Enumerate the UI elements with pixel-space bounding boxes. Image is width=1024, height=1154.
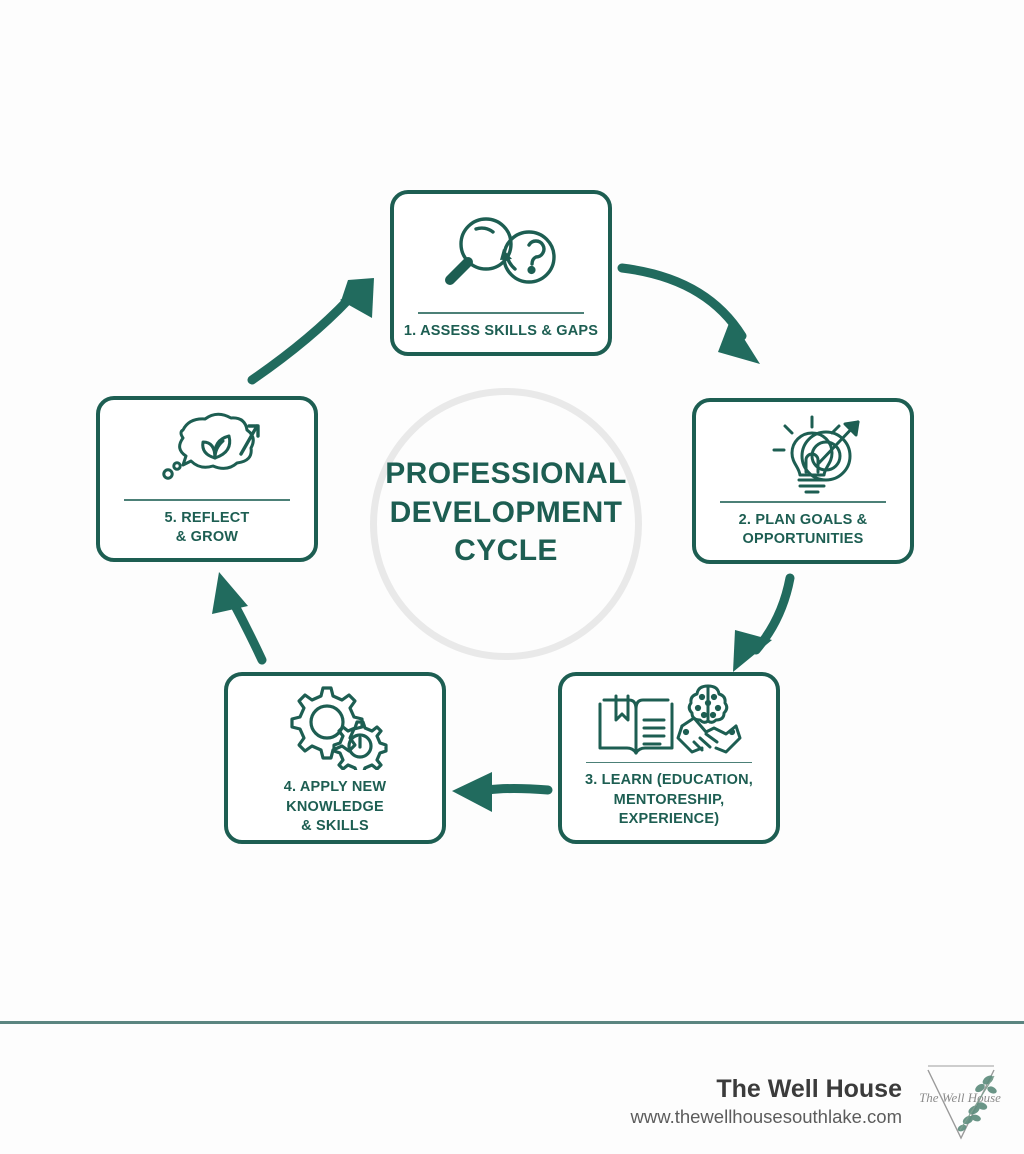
footer-text-block: The Well House www.thewellhousesouthlake…: [631, 1075, 902, 1130]
card-separator: [585, 762, 753, 764]
step-card-2-label-line-2: OPPORTUNITIES: [742, 531, 864, 548]
card-separator: [123, 498, 291, 501]
footer-website-url[interactable]: www.thewellhousesouthlake.com: [630, 1106, 902, 1128]
gears-icon: [228, 676, 442, 770]
center-title-line-1: PROFESSIONAL: [385, 457, 627, 490]
thought-bubble-leaf-growth-icon: [100, 400, 314, 499]
footer: The Well House www.thewellhousesouthlake…: [0, 1050, 1024, 1154]
step-card-4-label: 4. APPLY NEW KNOWLEDGE & SKILLS: [228, 778, 442, 847]
card-separator: [719, 500, 887, 503]
step-card-3-label-line-2: MENTORESHIP, EXPERIENCE): [613, 791, 725, 828]
book-handshake-brain-icon: [562, 676, 776, 762]
step-card-1-label-line-1: 1. ASSESS SKILLS & GAPS: [403, 323, 599, 340]
center-title-line-3: CYCLE: [454, 534, 558, 568]
arrow-step2-to-step3: [733, 573, 795, 672]
svg-text:The Well House: The Well House: [919, 1090, 1001, 1105]
lightbulb-target-arrow-icon: [696, 402, 910, 501]
card-separator: [417, 312, 585, 315]
step-card-2-label-line-1: 2. PLAN GOALS &: [738, 511, 868, 528]
well-house-logo: The Well House: [919, 1065, 1001, 1140]
step-card-3-label-line-1: 3. LEARN (EDUCATION,: [584, 772, 754, 789]
step-card-3-label: 3. LEARN (EDUCATION, MENTORESHIP, EXPERI…: [562, 771, 776, 840]
step-card-5-label: 5. REFLECT & GROW: [100, 509, 314, 558]
footer-brand-name: The Well House: [716, 1074, 902, 1103]
step-card-4[interactable]: 4. APPLY NEW KNOWLEDGE & SKILLS: [224, 672, 446, 844]
arrow-step5-to-step1: [247, 278, 374, 385]
step-card-4-label-line-1: 4. APPLY NEW KNOWLEDGE: [283, 779, 387, 815]
arrow-step1-to-step2: [617, 263, 760, 364]
step-card-5[interactable]: 5. REFLECT & GROW: [96, 396, 318, 562]
magnifying-glass-question-icon: [394, 194, 608, 312]
step-card-1[interactable]: 1. ASSESS SKILLS & GAPS: [390, 190, 612, 356]
center-title: PROFESSIONAL DEVELOPMENT CYCLE: [370, 455, 642, 571]
step-card-3[interactable]: 3. LEARN (EDUCATION, MENTORESHIP, EXPERI…: [558, 672, 780, 844]
center-title-line-2: DEVELOPMENT: [389, 495, 623, 529]
step-card-1-label: 1. ASSESS SKILLS & GAPS: [394, 322, 608, 352]
footer-divider: [0, 1021, 1024, 1024]
arrow-step3-to-step4: [452, 772, 553, 812]
center-ring: [370, 388, 642, 660]
step-card-2-label: 2. PLAN GOALS & OPPORTUNITIES: [696, 511, 910, 560]
step-card-4-label-line-2: & SKILLS: [301, 818, 369, 835]
step-card-2[interactable]: 2. PLAN GOALS & OPPORTUNITIES: [692, 398, 914, 564]
step-card-5-label-line-1: 5. REFLECT: [164, 509, 250, 526]
arrow-step4-to-step5: [212, 572, 267, 665]
step-card-5-label-line-2: & GROW: [175, 529, 239, 546]
